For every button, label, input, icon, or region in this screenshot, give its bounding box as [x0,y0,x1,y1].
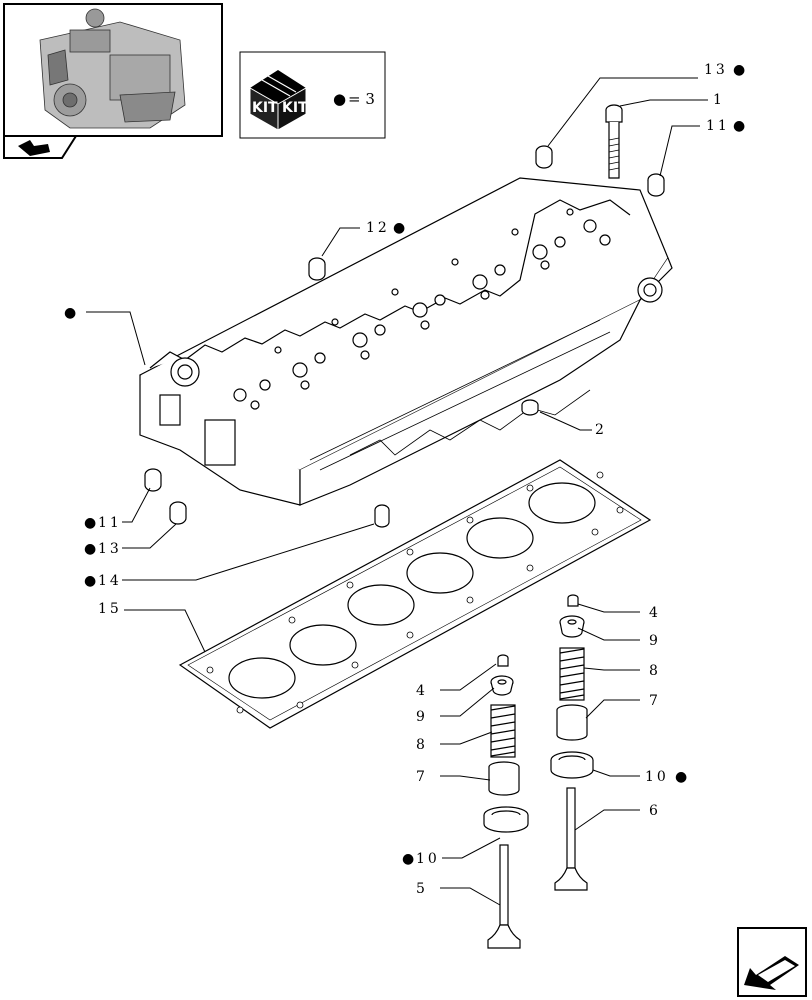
callout-12: 12 [366,220,390,236]
engine-thumbnail-icon [39,8,186,129]
callout-7-left: 7 [416,769,428,785]
plug-13-left [169,501,187,525]
marker-10-right: ● [675,769,690,785]
marker-11-top: ● [733,118,748,134]
spring-retainer-left [490,675,514,696]
callout-13-left: 13 [98,541,122,557]
valve-train-left [483,654,529,949]
cylinder-head [139,177,673,506]
plug-13-top [535,145,553,169]
plug-parts [144,145,665,528]
kit-label-2: KIT [282,100,308,116]
valve-left [487,844,521,949]
valve-right [554,787,588,891]
plug-2 [521,399,539,416]
marker-13-left: ● [84,541,99,557]
callout-5: 5 [416,881,428,897]
valve-spring-left [490,704,516,758]
callout-4-right: 4 [649,605,661,621]
callout-10-right: 10 [645,769,669,785]
valve-train-right [550,594,594,891]
valve-spring-right [559,647,585,701]
valve-seal-left [488,761,520,796]
callouts: 13 ● 1 11 ● 12 ● ● 2 ● 11 ● 13 ● 14 15 4… [64,62,748,897]
callout-6: 6 [649,803,661,819]
callout-9-right: 9 [649,633,661,649]
head-gasket [178,459,652,729]
callout-15: 15 [98,601,122,617]
callout-8-right: 8 [649,663,661,679]
callout-2: 2 [595,422,607,438]
callout-4-left: 4 [416,683,428,699]
callout-11-left: 11 [98,515,122,531]
leader-lines [86,77,708,906]
plug-11-top [647,173,665,197]
marker-head: ● [64,305,79,321]
callout-1: 1 [713,92,725,108]
engine-thumbnail[interactable] [3,3,223,137]
plug-11-left [144,468,162,492]
valve-seat-left [483,806,529,833]
kit-marker: ● [333,90,346,108]
callout-10-left: 10 [416,851,440,867]
callout-13-top: 13 [704,62,728,78]
callout-9-left: 9 [416,709,428,725]
valve-seat-right [550,751,594,779]
callout-14: 14 [98,573,122,589]
kit-legend-box: KIT KIT ● = 3 [239,51,386,139]
valve-cotter-left [497,654,509,667]
callout-11-top: 11 [706,118,730,134]
next-page-button[interactable] [737,927,807,997]
callout-8-left: 8 [416,737,428,753]
kit-quantity: = 3 [348,90,375,108]
marker-12: ● [393,220,408,236]
kit-box-icon: KIT KIT [249,70,308,131]
valve-seal-right [556,704,588,741]
prev-page-button[interactable] [3,135,78,159]
plug-14 [374,504,390,528]
prev-page-arrow-icon [18,140,50,156]
plug-12 [308,257,326,281]
bolt-part [605,104,623,179]
spring-retainer-right [559,615,585,638]
marker-14: ● [84,573,99,589]
callout-7-right: 7 [649,693,661,709]
marker-13-top: ● [733,62,748,78]
marker-10-left: ● [402,851,417,867]
kit-label-1: KIT [252,100,278,116]
marker-11-left: ● [84,515,99,531]
valve-cotter-right [567,594,579,607]
